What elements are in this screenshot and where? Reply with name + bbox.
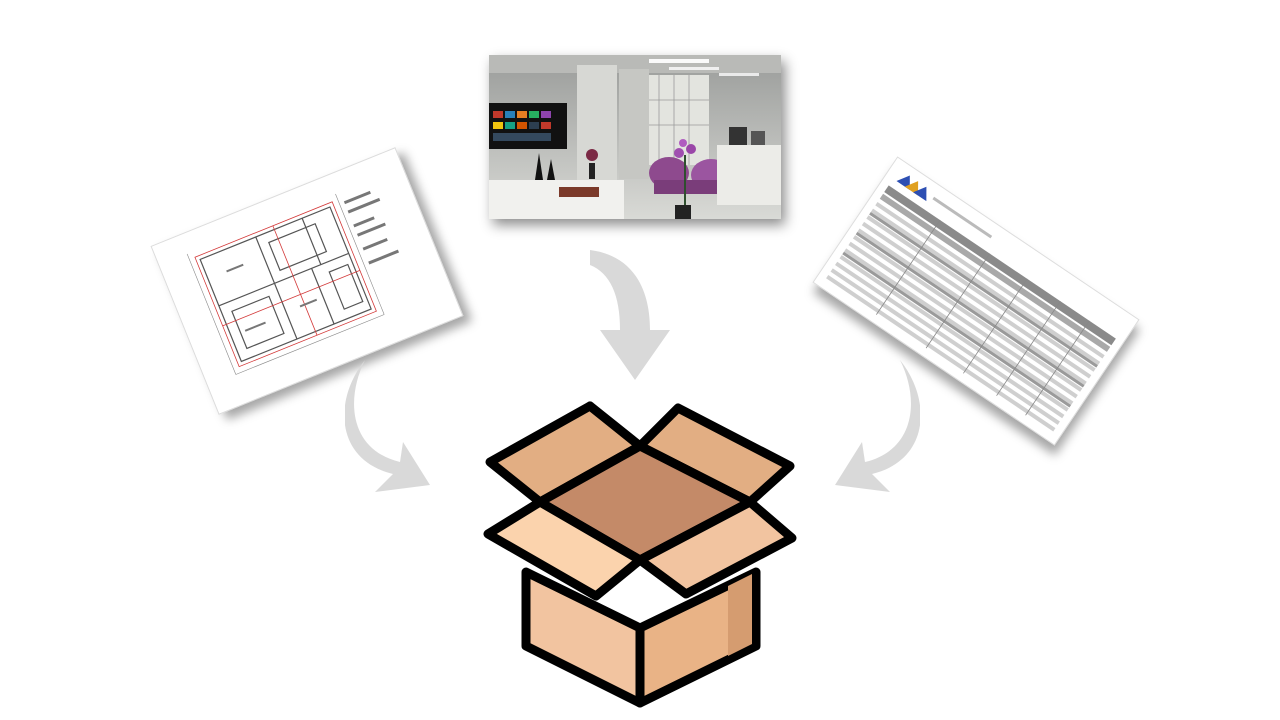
curved-arrow-left-icon: [345, 360, 430, 492]
spreadsheet-svg: [813, 157, 1139, 445]
curved-arrow-top-icon: [590, 250, 670, 380]
floor-plan-svg: [151, 148, 463, 414]
interior-3d-render: [489, 55, 781, 219]
curved-arrow-right-icon: [835, 360, 920, 492]
floor-plan-drawing: [150, 147, 464, 415]
spreadsheet-document: [812, 156, 1140, 446]
interior-render-svg: [489, 55, 781, 219]
spreadsheet-logo-icon: [896, 175, 927, 202]
open-cardboard-box-icon: [483, 401, 797, 708]
